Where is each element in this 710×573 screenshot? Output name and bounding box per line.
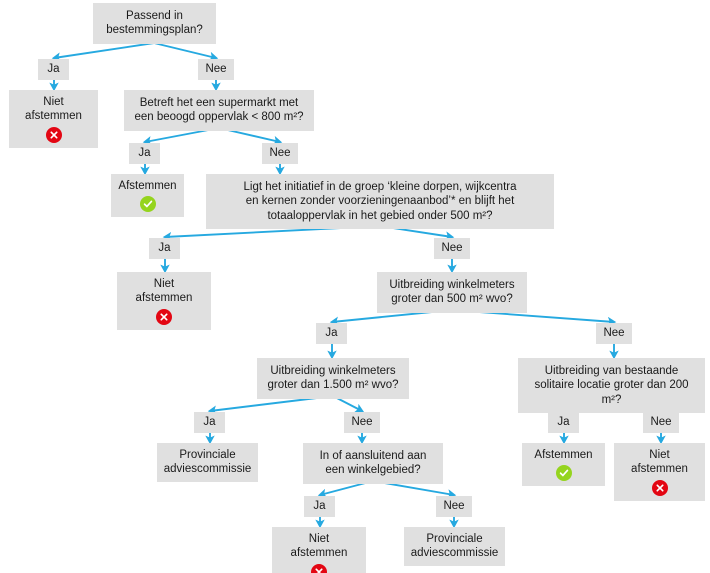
node-label: Passend in bestemmingsplan?: [106, 10, 203, 37]
node-label: In of aansluitend aan een winkelgebied?: [319, 450, 427, 477]
node-label: Nee: [351, 416, 373, 429]
node-label: Niet afstemmen: [25, 96, 82, 123]
node-label: Ja: [557, 416, 570, 429]
node-label: Nee: [269, 147, 291, 160]
node-label: Ja: [325, 327, 338, 340]
node-label: Provinciale adviescommissie: [163, 449, 252, 476]
check-circle-icon: [555, 465, 572, 482]
node-out-6-niet-afstemmen[interactable]: Niet afstemmen: [614, 443, 705, 501]
node-label: Uitbreiding winkelmeters groter dan 500 …: [389, 279, 515, 306]
cross-circle-icon: [651, 479, 668, 496]
cross-circle-icon: [311, 563, 327, 573]
node-label: Niet afstemmen: [631, 449, 688, 476]
node-out-6-afstemmen[interactable]: Afstemmen: [522, 443, 605, 487]
node-lbl-3-nee[interactable]: Nee: [434, 238, 470, 259]
node-out-1-niet-afstemmen[interactable]: Niet afstemmen: [9, 90, 98, 148]
node-lbl-5-nee[interactable]: Nee: [344, 412, 380, 433]
node-lbl-3-ja[interactable]: Ja: [149, 238, 180, 259]
node-label: Nee: [603, 327, 625, 340]
node-out-3-niet-afstemmen[interactable]: Niet afstemmen: [117, 272, 211, 330]
node-label: Ligt het initiatief in de groep ‘kleine …: [243, 181, 517, 222]
node-label: Nee: [650, 416, 672, 429]
node-label: Ja: [158, 242, 171, 255]
node-q-winkelmeters-1500[interactable]: Uitbreiding winkelmeters groter dan 1.50…: [257, 358, 409, 399]
node-label: Ja: [203, 416, 216, 429]
node-lbl-2-nee[interactable]: Nee: [262, 143, 298, 164]
node-q-winkelgebied[interactable]: In of aansluitend aan een winkelgebied?: [303, 443, 443, 484]
node-lbl-6-nee[interactable]: Nee: [643, 412, 679, 433]
node-label: Nee: [441, 242, 463, 255]
node-out-5-provinciale[interactable]: Provinciale adviescommissie: [157, 443, 258, 482]
node-q-kleine-dorpen[interactable]: Ligt het initiatief in de groep ‘kleine …: [206, 174, 554, 230]
node-lbl-5-ja[interactable]: Ja: [194, 412, 225, 433]
node-lbl-7-ja[interactable]: Ja: [304, 496, 335, 517]
node-label: Ja: [138, 147, 151, 160]
node-label: Niet afstemmen: [290, 533, 348, 560]
node-label: Afstemmen: [534, 449, 593, 461]
connector-q-bestemmingsplan-to-lbl-1-ja: [51, 42, 155, 62]
connector-q-bestemmingsplan-to-lbl-1-nee: [153, 42, 219, 62]
node-q-supermarkt[interactable]: Betreft het een supermarkt met een beoog…: [124, 90, 314, 131]
node-out-7-niet-afstemmen[interactable]: Niet afstemmen: [272, 527, 366, 573]
node-label: Afstemmen: [118, 180, 177, 192]
node-q-winkelmeters-500[interactable]: Uitbreiding winkelmeters groter dan 500 …: [377, 272, 527, 313]
node-lbl-6-ja[interactable]: Ja: [548, 412, 579, 433]
node-label: Uitbreiding winkelmeters groter dan 1.50…: [267, 365, 399, 392]
node-q-solitaire-locatie[interactable]: Uitbreiding van bestaande solitaire loca…: [518, 358, 705, 414]
node-q-bestemmingsplan[interactable]: Passend in bestemmingsplan?: [93, 3, 216, 44]
check-circle-icon: [139, 196, 156, 213]
node-lbl-1-ja[interactable]: Ja: [38, 59, 69, 80]
node-lbl-4-ja[interactable]: Ja: [316, 323, 347, 344]
cross-circle-icon: [156, 308, 172, 325]
node-label: Nee: [443, 500, 465, 513]
node-lbl-7-nee[interactable]: Nee: [436, 496, 472, 517]
node-out-7-provinciale[interactable]: Provinciale adviescommissie: [404, 527, 505, 566]
cross-circle-icon: [45, 126, 62, 143]
node-lbl-2-ja[interactable]: Ja: [129, 143, 160, 164]
node-label: Nee: [205, 63, 227, 76]
node-label: Uitbreiding van bestaande solitaire loca…: [534, 365, 689, 406]
node-out-2-afstemmen[interactable]: Afstemmen: [111, 174, 184, 218]
node-lbl-4-nee[interactable]: Nee: [596, 323, 632, 344]
node-lbl-1-nee[interactable]: Nee: [198, 59, 234, 80]
node-label: Niet afstemmen: [135, 278, 193, 305]
node-label: Provinciale adviescommissie: [410, 533, 499, 560]
node-label: Ja: [313, 500, 326, 513]
node-label: Ja: [47, 63, 60, 76]
node-label: Betreft het een supermarkt met een beoog…: [134, 97, 304, 124]
